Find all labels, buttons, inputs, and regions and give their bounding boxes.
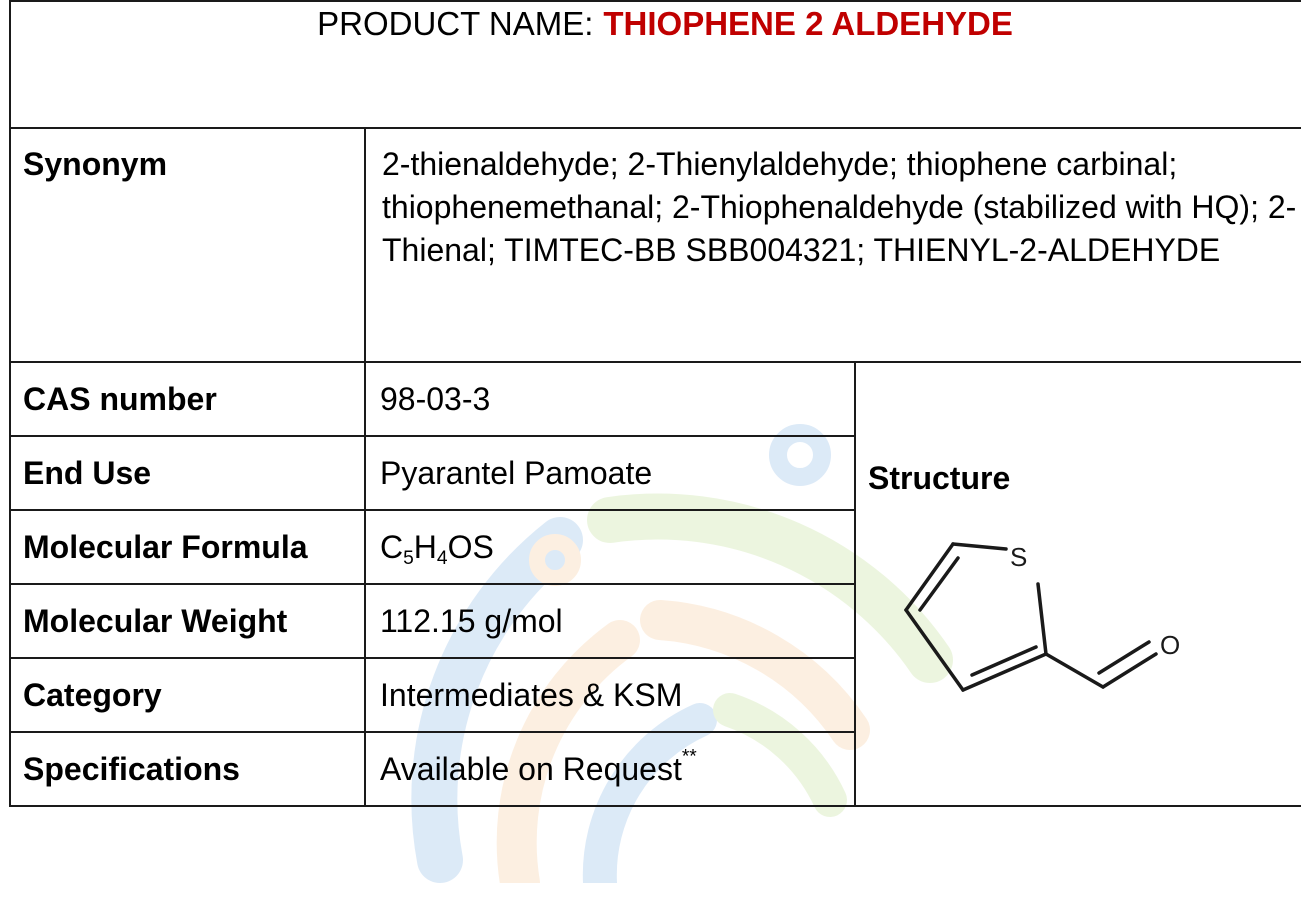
synonym-value: 2-thienaldehyde; 2-Thienylaldehyde; thio… xyxy=(363,127,1301,363)
end-use-label: End Use xyxy=(9,435,366,511)
formula-h: H xyxy=(413,528,437,565)
cas-value: 98-03-3 xyxy=(364,361,856,437)
product-name-prefix: PRODUCT NAME: xyxy=(317,5,594,42)
weight-label: Molecular Weight xyxy=(9,583,366,659)
synonym-label: Synonym xyxy=(9,127,366,363)
atom-label-s: S xyxy=(1010,542,1027,572)
formula-value: C5H4OS xyxy=(364,509,856,585)
end-use-value: Pyarantel Pamoate xyxy=(364,435,856,511)
formula-c: C xyxy=(380,528,404,565)
cas-label: CAS number xyxy=(9,361,366,437)
spec-table: PRODUCT NAME:THIOPHENE 2 ALDEHYDE Synony… xyxy=(8,0,1301,807)
specifications-footnote-mark: ** xyxy=(681,746,697,768)
product-title: PRODUCT NAME:THIOPHENE 2 ALDEHYDE xyxy=(8,0,1301,129)
formula-label: Molecular Formula xyxy=(9,509,366,585)
formula-h-sub: 4 xyxy=(436,547,448,569)
formula-rest: OS xyxy=(447,528,494,565)
specifications-label: Specifications xyxy=(9,731,366,807)
product-name: THIOPHENE 2 ALDEHYDE xyxy=(603,5,1013,42)
thiophene-aldehyde-structure: S O xyxy=(904,542,1180,692)
product-sheet: PRODUCT NAME:THIOPHENE 2 ALDEHYDE Synony… xyxy=(8,0,1301,900)
category-label: Category xyxy=(9,657,366,733)
category-value: Intermediates & KSM xyxy=(364,657,856,733)
weight-value: 112.15 g/mol xyxy=(364,583,856,659)
specifications-text: Available on Request xyxy=(380,750,682,787)
formula-c-sub: 5 xyxy=(403,547,414,569)
specifications-value: Available on Request** xyxy=(364,731,856,807)
structure-label: Structure xyxy=(868,459,1011,496)
atom-label-o: O xyxy=(1160,630,1180,660)
structure-cell: Structure S O xyxy=(853,361,1301,807)
